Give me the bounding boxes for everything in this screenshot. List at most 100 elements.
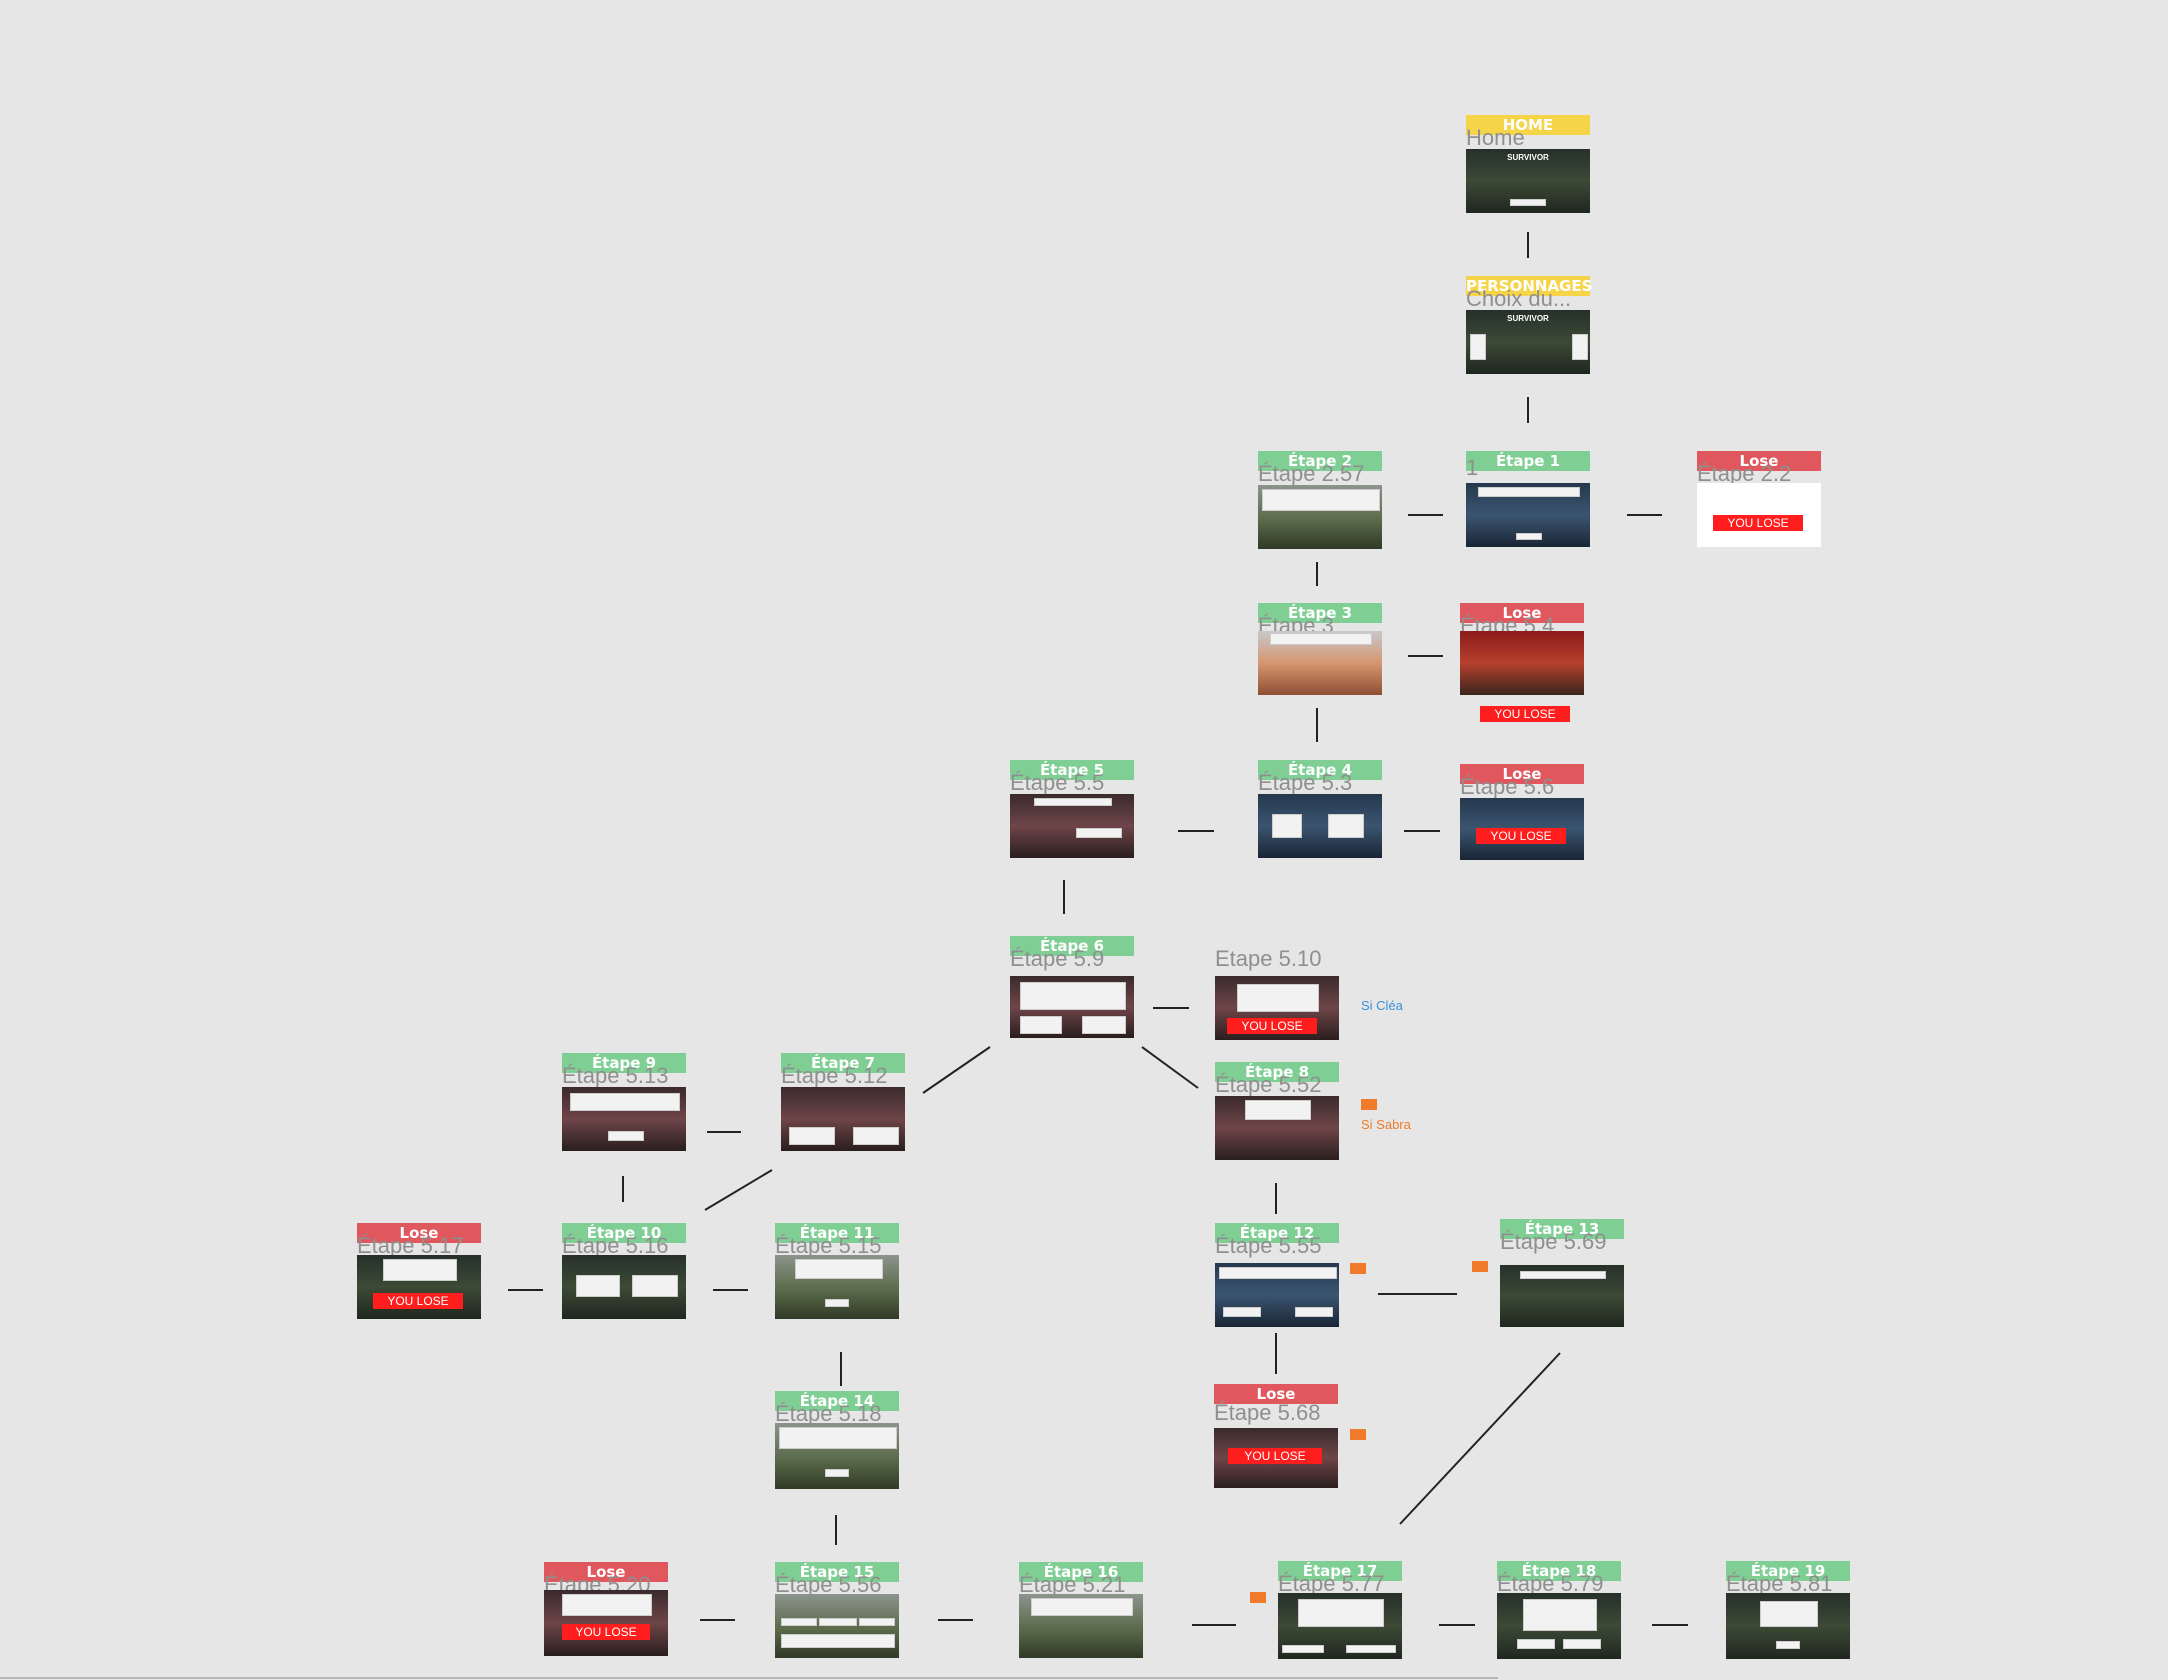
node-thumbnail xyxy=(1258,631,1382,695)
node-thumbnail: YOU LOSE xyxy=(1214,1428,1338,1488)
node-thumbnail xyxy=(1215,1263,1339,1327)
node-tag: Étape 14 xyxy=(775,1391,899,1411)
node-name: Étape 5.16 xyxy=(562,1233,669,1258)
node-thumbnail: YOU LOSE xyxy=(1215,976,1339,1040)
node-name: Étape 5.21 xyxy=(1019,1572,1126,1597)
node-tag: Lose xyxy=(1460,603,1584,623)
node-tag: Étape 4 xyxy=(1258,760,1382,780)
node-name: Étape 5.68 xyxy=(1214,1400,1321,1425)
node-tag: Lose xyxy=(544,1562,668,1582)
condition-clea: Si Cléa xyxy=(1361,998,1403,1013)
node-name: Etape 5.10 xyxy=(1215,946,1322,971)
node-name: Étape 5.55 xyxy=(1215,1233,1322,1258)
node-name: Étape 2.2 xyxy=(1697,461,1792,486)
connector xyxy=(922,1046,991,1094)
node-name: Home xyxy=(1466,125,1525,150)
node-thumbnail xyxy=(1010,976,1134,1038)
node-name: Étape 5.3 xyxy=(1258,770,1353,795)
node-name: Étape 5.9 xyxy=(1010,946,1105,971)
node-name: Étape 5.77 xyxy=(1278,1571,1385,1596)
node-tag: Étape 16 xyxy=(1019,1562,1143,1582)
node-tag: Étape 17 xyxy=(1278,1561,1402,1581)
node-tag: Lose xyxy=(1214,1384,1338,1404)
you-lose-label: YOU LOSE xyxy=(1228,1448,1322,1464)
you-lose-label: YOU LOSE xyxy=(1476,828,1566,844)
node-tag: Étape 11 xyxy=(775,1223,899,1243)
node-name: Étape 5.13 xyxy=(562,1063,669,1088)
node-thumbnail xyxy=(1278,1593,1402,1659)
node-name: Étape 5.18 xyxy=(775,1401,882,1426)
node-name: Étape 5.52 xyxy=(1215,1072,1322,1097)
you-lose-label: YOU LOSE xyxy=(562,1624,650,1640)
you-lose-label: YOU LOSE xyxy=(373,1293,463,1309)
node-name: Étape 5.5 xyxy=(1010,770,1105,795)
condition-marker xyxy=(1350,1263,1366,1274)
condition-marker xyxy=(1472,1261,1488,1272)
node-name: Étape 5.81 xyxy=(1726,1571,1833,1596)
condition-marker xyxy=(1350,1429,1366,1440)
node-thumbnail xyxy=(562,1087,686,1151)
node-tag: Étape 5 xyxy=(1010,760,1134,780)
node-tag: Étape 9 xyxy=(562,1053,686,1073)
thumbnail-logo: SURVIVOR xyxy=(1507,314,1549,323)
node-tag: PERSONNAGES xyxy=(1466,276,1593,296)
node-tag: Étape 15 xyxy=(775,1562,899,1582)
node-thumbnail xyxy=(1726,1593,1850,1659)
node-tag: Lose xyxy=(1697,451,1821,471)
node-thumbnail xyxy=(1258,485,1382,549)
you-lose-label: YOU LOSE xyxy=(1713,515,1803,531)
node-name: Étape 5.56 xyxy=(775,1572,882,1597)
condition-sabra: Si Sabra xyxy=(1361,1117,1411,1132)
node-thumbnail: SURVIVOR xyxy=(1466,310,1590,374)
node-tag: Étape 2 xyxy=(1258,451,1382,471)
node-thumbnail xyxy=(1215,1096,1339,1160)
node-thumbnail xyxy=(1500,1265,1624,1327)
node-name: Étape 5.69 xyxy=(1500,1229,1607,1254)
node-name: Étape 5.15 xyxy=(775,1233,882,1258)
node-thumbnail xyxy=(781,1087,905,1151)
node-thumbnail xyxy=(1258,794,1382,858)
node-name: Étape 5.12 xyxy=(781,1063,888,1088)
you-lose-label: YOU LOSE xyxy=(1227,1018,1317,1034)
node-name: Étape 2.57 xyxy=(1258,461,1365,486)
node-tag: HOME xyxy=(1466,115,1590,135)
node-thumbnail xyxy=(1466,483,1590,547)
connector xyxy=(1399,1352,1561,1525)
node-name: Choix du... xyxy=(1466,286,1572,311)
you-lose-label: YOU LOSE xyxy=(1480,706,1570,722)
node-thumbnail: YOU LOSE xyxy=(544,1590,668,1656)
condition-marker xyxy=(1250,1592,1266,1603)
node-name: Étape 5.6 xyxy=(1460,774,1555,799)
node-thumbnail: SURVIVOR xyxy=(1466,149,1590,213)
node-thumbnail xyxy=(1497,1593,1621,1659)
node-thumbnail xyxy=(775,1423,899,1489)
node-name: Étape 5.17 xyxy=(357,1233,464,1258)
node-tag: Étape 10 xyxy=(562,1223,686,1243)
node-tag: Étape 6 xyxy=(1010,936,1134,956)
node-tag: Étape 7 xyxy=(781,1053,905,1073)
node-thumbnail: YOU LOSE xyxy=(1460,798,1584,860)
node-thumbnail xyxy=(1460,631,1584,695)
node-tag: Étape 13 xyxy=(1500,1219,1624,1239)
node-thumbnail xyxy=(1010,794,1134,858)
node-tag: Étape 12 xyxy=(1215,1223,1339,1243)
node-name: Étape 5.79 xyxy=(1497,1571,1604,1596)
thumbnail-logo: SURVIVOR xyxy=(1507,153,1549,162)
node-name: 1 xyxy=(1466,455,1479,480)
condition-marker xyxy=(1361,1099,1377,1110)
node-tag: Étape 1 xyxy=(1466,451,1590,471)
node-thumbnail xyxy=(775,1594,899,1658)
connector xyxy=(1141,1046,1199,1089)
node-tag: Étape 8 xyxy=(1215,1062,1339,1082)
node-tag: Lose xyxy=(1460,764,1584,784)
node-tag: Lose xyxy=(357,1223,481,1243)
node-thumbnail: YOU LOSE xyxy=(1697,483,1821,547)
connector xyxy=(704,1169,773,1211)
node-thumbnail xyxy=(1019,1594,1143,1658)
node-tag: Étape 19 xyxy=(1726,1561,1850,1581)
node-tag: Étape 3 xyxy=(1258,603,1382,623)
node-thumbnail: YOU LOSE xyxy=(357,1255,481,1319)
node-tag: Étape 18 xyxy=(1497,1561,1621,1581)
